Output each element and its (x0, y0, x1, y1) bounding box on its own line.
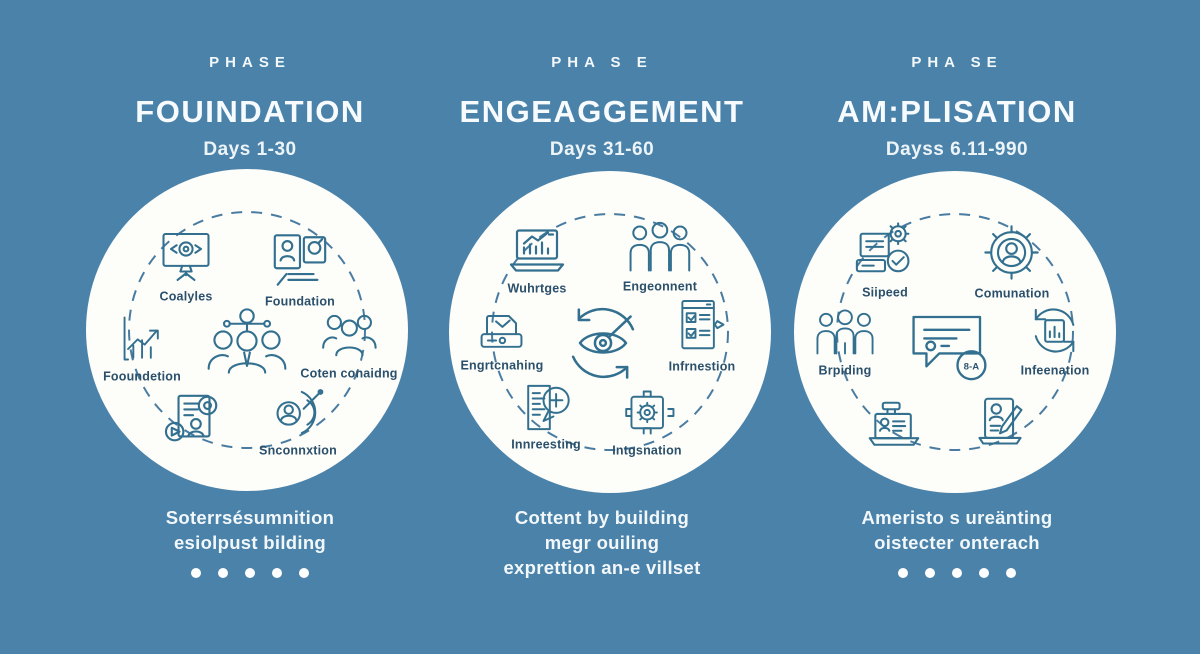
icon-label: Engeonnent (622, 279, 698, 294)
docs-gear-check-icon (855, 222, 910, 273)
icon-item (201, 305, 293, 377)
icon-label: Fooundetion (103, 369, 181, 384)
dashed-ring (128, 211, 366, 449)
progress-dots (60, 568, 440, 578)
caption-line: oistecter onterach (874, 531, 1040, 553)
phase-title: FOUINDATION (135, 94, 365, 129)
caption-line: megr ouiling (544, 531, 660, 553)
phase-caption: Cottent by building megr ouiling exprett… (412, 506, 792, 581)
code-monitor-icon (162, 232, 210, 281)
phase-days: Days 31-60 (549, 139, 655, 160)
icon-item: Siipeed (853, 222, 917, 300)
chat-annotation-icon: 8-A (912, 315, 987, 381)
icon-item: Coten conaidng (300, 310, 397, 381)
icon-item: Infeenation (1021, 301, 1090, 378)
progress-dot (979, 568, 989, 578)
icon-label: Engrtcnahing (460, 358, 544, 373)
icon-item: Engrtcnahing (461, 306, 544, 373)
icon-item (557, 297, 649, 389)
icon-item: Innreesting (511, 381, 581, 452)
people-trio-icon (629, 221, 691, 272)
gear-person-icon (984, 225, 1040, 280)
phase-column-amplification: PHA SE AM:PLISATION Dayss 6.11-990 Ameri… (767, 0, 1147, 578)
phase-caption: Soterrsésumnition esiolpust bilding (60, 506, 440, 556)
icon-item: Coalyles (155, 227, 217, 304)
progress-dots (767, 568, 1147, 578)
progress-dot (925, 568, 935, 578)
icon-item: Wuhrtges (505, 227, 569, 296)
caption-line: Soterrsésumnition (165, 507, 335, 528)
progress-dot (299, 568, 309, 578)
people-band-icon (816, 309, 874, 355)
progress-dot (245, 568, 255, 578)
icon-item (163, 392, 225, 450)
amplification-circle: Siipeed Comunation Brpiding (794, 171, 1116, 493)
progress-dot (952, 568, 962, 578)
icon-label: Infrnestion (668, 359, 736, 374)
eye-cycle-icon (571, 307, 635, 379)
icon-label: Infeenation (1020, 363, 1090, 378)
caption-line: Ameristo s ureänting (861, 507, 1053, 528)
icon-label: Comunation (974, 286, 1050, 301)
caption-line: exprettion an-e villset (503, 556, 701, 578)
icon-item: Brpiding (814, 309, 876, 378)
icon-label: Innreesting (511, 437, 581, 452)
progress-dot (898, 568, 908, 578)
person-target-icon (276, 389, 324, 435)
progress-dot (191, 568, 201, 578)
people-group-icon (321, 314, 377, 357)
engagement-circle: Wuhrtges Engeonnent Engrtcnahing (449, 171, 771, 493)
doc-plus-bubble-icon (527, 384, 570, 431)
icon-label: Snconnxtion (259, 443, 337, 458)
icon-item: Engeonnent (623, 221, 697, 294)
team-network-icon (207, 308, 287, 374)
icon-item: Foundation (265, 230, 335, 309)
icon-item: 8-A (905, 308, 995, 386)
caption-line: esiolpust bilding (173, 531, 327, 553)
icon-label: Coalyles (159, 289, 213, 304)
progress-dot (272, 568, 282, 578)
icon-label: Wuhrtges (507, 281, 567, 296)
icon-label: Intgsnation (612, 443, 682, 458)
icon-item: Comunation (975, 222, 1050, 301)
progress-dot (218, 568, 228, 578)
icon-item: Snconnxtion (259, 385, 337, 458)
cycle-chart-icon (1035, 308, 1075, 353)
icon-item (968, 395, 1032, 451)
tablet-signup-icon (978, 397, 1023, 445)
phase-days: Dayss 6.11-990 (885, 139, 1029, 160)
progress-dot (1006, 568, 1016, 578)
icon-label: Foundation (264, 294, 336, 309)
icon-item: Fooundetion (103, 311, 181, 384)
phase-eyebrow: PHA SE (911, 54, 1003, 71)
media-profile-doc-icon (164, 394, 218, 442)
icon-label: Siipeed (862, 285, 908, 300)
phase-column-engagement: PHA S E ENGEAGGEMENT Days 31-60 Cottent … (412, 0, 792, 578)
icon-item: Infrnestion (669, 295, 736, 374)
id-cards-icon (273, 234, 327, 286)
phase-eyebrow: PHASE (209, 54, 291, 71)
phase-caption: Ameristo s ureänting oistecter onterach (767, 506, 1147, 556)
laptop-chart-icon (509, 229, 565, 272)
gear-badge-icon (625, 390, 675, 435)
icon-label: Brpiding (818, 363, 872, 378)
foundation-circle: Coalyles Foundation Fooundetion (86, 169, 408, 491)
phase-days: Days 1-30 (203, 139, 297, 160)
icon-item (862, 399, 926, 455)
dashed-ring (491, 213, 729, 451)
badge-text: 8-A (964, 362, 980, 373)
icon-label: Coten conaidng (300, 366, 398, 381)
phase-title: ENGEAGGEMENT (459, 94, 745, 129)
phase-title: AM:PLISATION (837, 94, 1077, 129)
checklist-icon (681, 300, 725, 350)
phase-eyebrow: PHA S E (551, 54, 653, 71)
printer-box-icon (481, 315, 523, 348)
laptop-id-stamp-icon (868, 401, 920, 446)
icon-item: Intgsnation (612, 385, 682, 458)
phase-column-foundation: PHASE FOUINDATION Days 1-30 Soterrsésumn… (60, 0, 440, 578)
growth-chart-icon (123, 316, 159, 361)
caption-line: Cottent by building (514, 507, 690, 528)
